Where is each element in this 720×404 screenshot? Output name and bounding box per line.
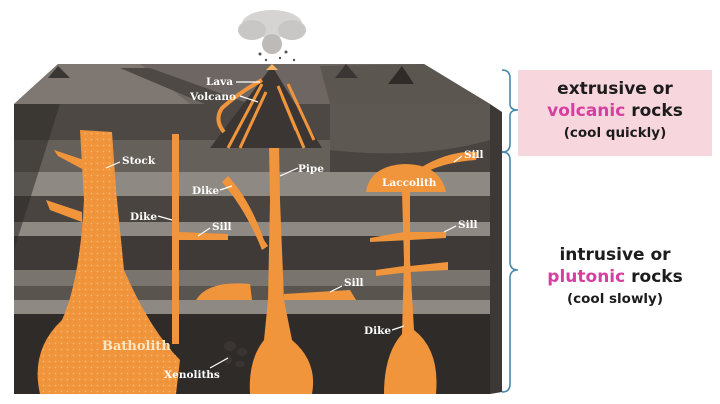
left-sill bbox=[179, 232, 228, 240]
label-laccolith: Laccolith bbox=[382, 177, 437, 189]
label-dike-right: Dike bbox=[364, 325, 391, 337]
right-sill-lower bbox=[376, 262, 448, 276]
center-dike bbox=[222, 176, 268, 250]
label-sill-left: Sill bbox=[212, 221, 232, 233]
diagram-labels: Lava Volcano Stock Pipe Dike Dike Sill S… bbox=[102, 76, 484, 381]
left-dike bbox=[172, 134, 179, 344]
label-sill-right: Sill bbox=[458, 219, 478, 231]
intrusive-line2: plutonic rocks bbox=[518, 266, 712, 288]
volcanic-highlight: volcanic bbox=[547, 101, 626, 121]
sill-lens bbox=[196, 283, 252, 300]
lava-flow bbox=[216, 78, 263, 134]
label-batholith: Batholith bbox=[102, 339, 171, 354]
xenolith-stones bbox=[224, 341, 247, 367]
top-right-sill bbox=[420, 151, 478, 172]
extrusive-line2: volcanic rocks bbox=[518, 100, 712, 122]
intrusive-rocks-text: rocks bbox=[625, 267, 683, 287]
block-side-face bbox=[490, 104, 502, 394]
label-sill-middle: Sill bbox=[344, 277, 364, 289]
label-dike-left: Dike bbox=[130, 211, 157, 223]
plutonic-highlight: plutonic bbox=[547, 267, 626, 287]
extrusive-line1: extrusive or bbox=[557, 79, 673, 99]
batholith-branch bbox=[46, 200, 82, 222]
intrusive-plutonic-panel: intrusive or plutonic rocks (cool slowly… bbox=[518, 236, 712, 326]
stock-branch bbox=[54, 150, 84, 170]
label-volcano: Volcano bbox=[189, 91, 236, 103]
intrusive-note: (cool slowly) bbox=[566, 291, 664, 307]
right-feeder-dike bbox=[384, 192, 437, 394]
label-stock: Stock bbox=[122, 155, 156, 167]
label-pipe: Pipe bbox=[298, 163, 324, 175]
volcano bbox=[210, 64, 322, 149]
extrusive-bracket bbox=[501, 69, 519, 153]
extrusive-rocks-text: rocks bbox=[625, 101, 683, 121]
intrusive-bracket bbox=[501, 151, 519, 393]
extrusive-note: (cool quickly) bbox=[563, 125, 667, 141]
extrusive-volcanic-panel: extrusive or volcanic rocks (cool quickl… bbox=[518, 70, 712, 156]
ash-cloud bbox=[238, 10, 306, 62]
magma-bodies bbox=[37, 104, 478, 394]
label-sill-top: Sill bbox=[464, 149, 484, 161]
label-xenoliths: Xenoliths bbox=[164, 369, 220, 381]
label-dike-center: Dike bbox=[192, 185, 219, 197]
middle-sill bbox=[284, 290, 356, 300]
right-sill-upper bbox=[370, 232, 446, 242]
label-lava: Lava bbox=[206, 76, 233, 88]
central-pipe bbox=[249, 104, 313, 394]
intrusive-line1: intrusive or bbox=[559, 245, 671, 265]
leader-lines bbox=[105, 81, 463, 369]
